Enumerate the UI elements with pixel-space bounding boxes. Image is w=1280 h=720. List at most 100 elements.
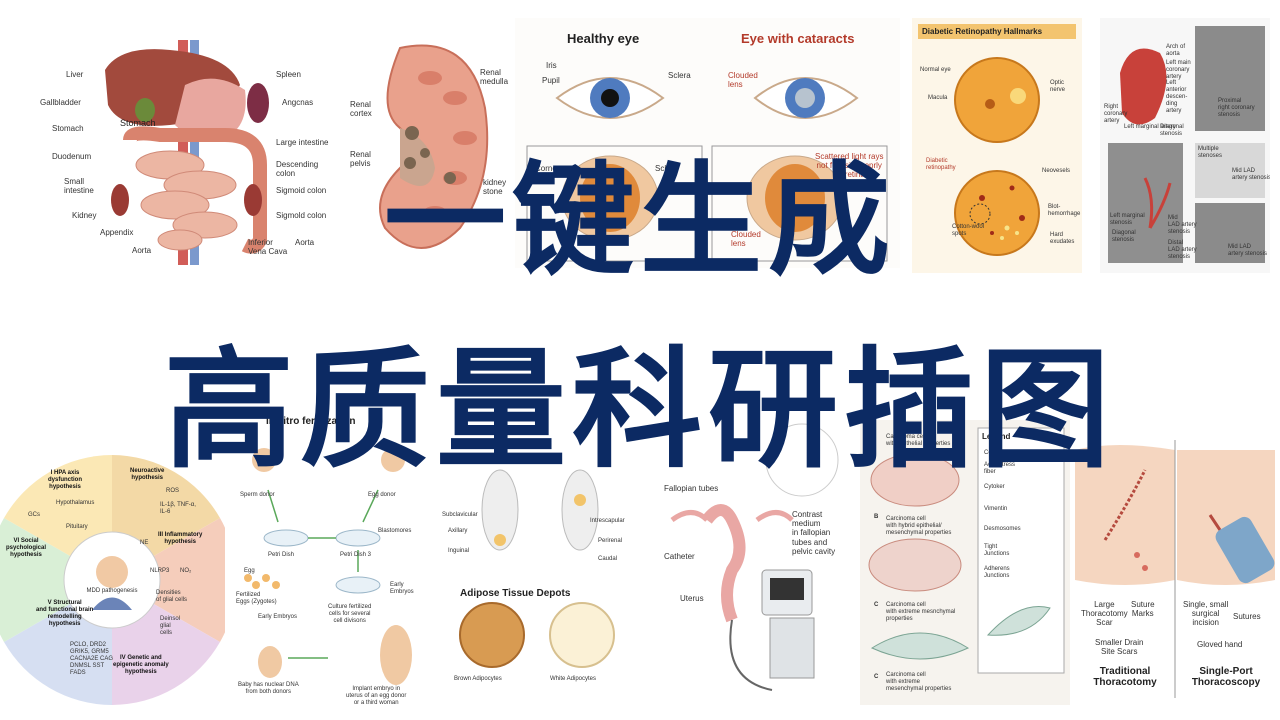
adipose-cell-white: White Adipocytes [550,676,597,682]
mdd-segment-3: III Inflammatory hypothesis [158,532,203,545]
retina-drawing [954,57,1040,256]
thoracic-label-large-scar: Large Thoracotomy Scar [1081,600,1128,628]
mdd-small-pituitary: Pituitary [66,524,88,530]
eye-label-sclera: Sclera [668,71,691,80]
mdd-small-no2: NO₂ [180,568,192,574]
coronary-label-diag-stenosis: Diagonal stenosis [1112,230,1136,243]
eye-scatter-note: Scattered light rays not focusing roprly… [815,152,884,180]
ivf-label-zygotes: Fertilized Eggs (Zygotes) [236,592,277,605]
kidney-drawing [379,44,489,249]
coronary-label-left-marginal: Left marginal artery [1124,124,1176,130]
ivf-label-sperm: Sperm donor [240,492,275,498]
carcinoma-letter-c-2: C [874,674,879,680]
mdd-small-genes: PCLO, DRD2 GRIK5, GRM5 CACNA2E CAG DNMSL… [70,642,114,676]
eye-label-clouded-lens-2: Clouded lens [731,230,761,249]
thoracic-label-small-incision: Single, small surgical incision [1183,600,1229,628]
eyes-drawing [526,77,888,262]
ivf-label-egg: Egg [244,568,255,574]
ivf-illustration: In vitro fertilization Sperm donor Egg d… [228,410,433,715]
carcinoma-top-fragment: Carcinoma cell with epithelial propertie… [886,434,951,447]
mdd-wheel-drawing [0,455,225,705]
healthy-eye-title: Healthy eye [567,31,640,46]
eye-label-clouded-lens: Clouded lens [728,71,758,90]
adipose-label-caudal: Caudal [598,556,618,562]
mdd-center-label: MDD pathogenesis [86,588,138,594]
adipose-label-subclavicular: Subclavicular [442,512,478,518]
kidney-label-pelvis: Renal pelvis [350,150,371,169]
carcinoma-legend-tight: Tight Junctions [984,544,1010,557]
coronary-label-mid-lad-3: Mid LAD artery stenosis [1228,244,1268,257]
retinopathy-title: Diabetic Retinopathy Hallmarks [918,24,1076,39]
mdd-small-nlrp3: NLRP3 [150,568,170,574]
coronary-label-mid-lad: Mid LAD artery stenosis [1232,168,1270,181]
anatomy-label-gallbladder: Gallbladder [40,98,81,107]
mdd-small-hypothalamus: Hypothalamus [56,500,95,506]
eye-label-pupil: Pupil [542,76,560,85]
mdd-small-cytokines: IL-1β, TNF-α, IL-6 [160,502,196,515]
anatomy-label-stomach: Stomach [52,124,84,133]
mdd-small-glial: Densities of glial cells [156,590,188,603]
anatomy-label-descending-colon: Descending colon [276,160,319,179]
thoracic-title-traditional: Traditional Thoracotomy [1093,666,1157,688]
ivf-label-early-embryos-2: Early Embryos [390,582,414,595]
carcinoma-legend-desmosomes: Desmosomes [984,526,1021,532]
retina-label-macula: Macula [928,95,948,101]
adipose-illustration: Subclavicular Axillary Inguinal Intresca… [440,440,635,705]
ivf-label-implant: Implant embryo in uterus of an egg donor… [346,686,407,706]
anatomy-label-ivc: Inferior Vena Cava [248,238,288,257]
kidney-label-stone: kidney stone [483,178,507,197]
anatomy-label-appendix: Appendix [100,228,134,237]
anatomy-label-sigmoid-colon-2: Sigmold colon [276,211,327,220]
retina-label-optic: Optic nerve [1050,80,1066,93]
coronary-label-distal-lad: Distal LAD artery stenosis [1168,240,1197,260]
coronary-label-multiple: Multiple stenoses [1198,146,1223,159]
mdd-pathogenesis-wheel: MDD pathogenesis I HPA axis dysfunction … [0,440,225,715]
carcinoma-item-b: Carcinoma cell with hybrid epithelial/ m… [886,516,952,536]
eye-label-sclera-2: Sclera [655,164,678,173]
coronary-label-rca: Right coronary artery [1104,104,1128,124]
uterus-label-fallopian: Fallopian tubes [664,484,719,493]
thoracic-surgery-illustration: Large Thoracotomy Scar Suture Marks Smal… [1075,420,1275,705]
adipose-title: Adipose Tissue Depots [460,588,571,599]
adipose-label-axillary: Axillary [448,528,468,534]
headline-line-1: 一键生成 [384,150,896,292]
uterus-label-uterus: Uterus [680,594,704,603]
mdd-small-ros: ROS [166,488,180,494]
anatomy-label-liver: Liver [66,70,84,79]
ivf-label-early-embryos: Early Embryos [258,614,298,620]
coronary-label-mid-lad-2: Mid LAD artery stenosis [1168,215,1197,235]
adipose-label-interscapular: Intrescapular [590,518,625,524]
mdd-small-deinsol: Deinsol glial cells [160,616,181,636]
anatomy-label-duodenum: Duodenum [52,152,92,161]
retinopathy-illustration: Diabetic Retinopathy Hallmarks Normal ey… [912,18,1082,273]
kidney-illustration: Renal cortex Renal medulla Renal pelvis … [340,28,510,273]
cataract-eye-title: Eye with cataracts [741,31,855,46]
eye-label-cornea: Cornea [535,164,562,173]
anatomy-label-aorta-right: Aorta [295,238,315,247]
carcinoma-item-c-2: Carcinoma cell with extreme mesenchymal … [886,672,952,692]
ivf-label-culture: Culture fertilized cells for several cel… [328,604,372,624]
adipose-label-perirenal: Perirenal [598,538,623,544]
adipose-label-inguinal: Inguinal [448,548,470,554]
ivf-drawing [244,448,412,685]
retina-label-diabetic: Diabetic retinopathy [926,158,956,171]
uterus-illustration: Fallopian tubes Catheter Uterus Contrast… [652,420,852,705]
coronary-drawing [1108,26,1265,263]
thoracic-drawing [1075,440,1275,698]
carcinoma-letter-c: C [874,602,879,608]
mdd-small-gcs: GCs [28,512,40,518]
mdd-small-ne: NE [140,540,149,546]
thoracic-label-gloved-hand: Gloved hand [1197,640,1243,649]
uterus-label-contrast: Contrast medium in fallopian tubes and p… [792,510,836,556]
anatomy-label-aorta-left: Aorta [132,246,152,255]
carcinoma-illustration: Carcinoma cell with epithelial propertie… [860,420,1070,705]
anatomy-label-small-intestine: Small intestine [64,177,94,196]
cataract-illustration: Healthy eye Eye with cataracts Iris Pupi… [515,18,900,268]
thoracic-label-sutures: Sutures [1233,612,1261,621]
carcinoma-drawing [868,427,1065,674]
eye-label-iris: Iris [546,61,557,70]
retina-label-normal: Normal eye [920,67,951,73]
anatomy-label-kidney: Kidney [72,211,97,220]
coronary-label-lad: Left anterior descen- ding artery [1166,80,1188,114]
ivf-label-petri: Petri Dish [268,552,295,558]
